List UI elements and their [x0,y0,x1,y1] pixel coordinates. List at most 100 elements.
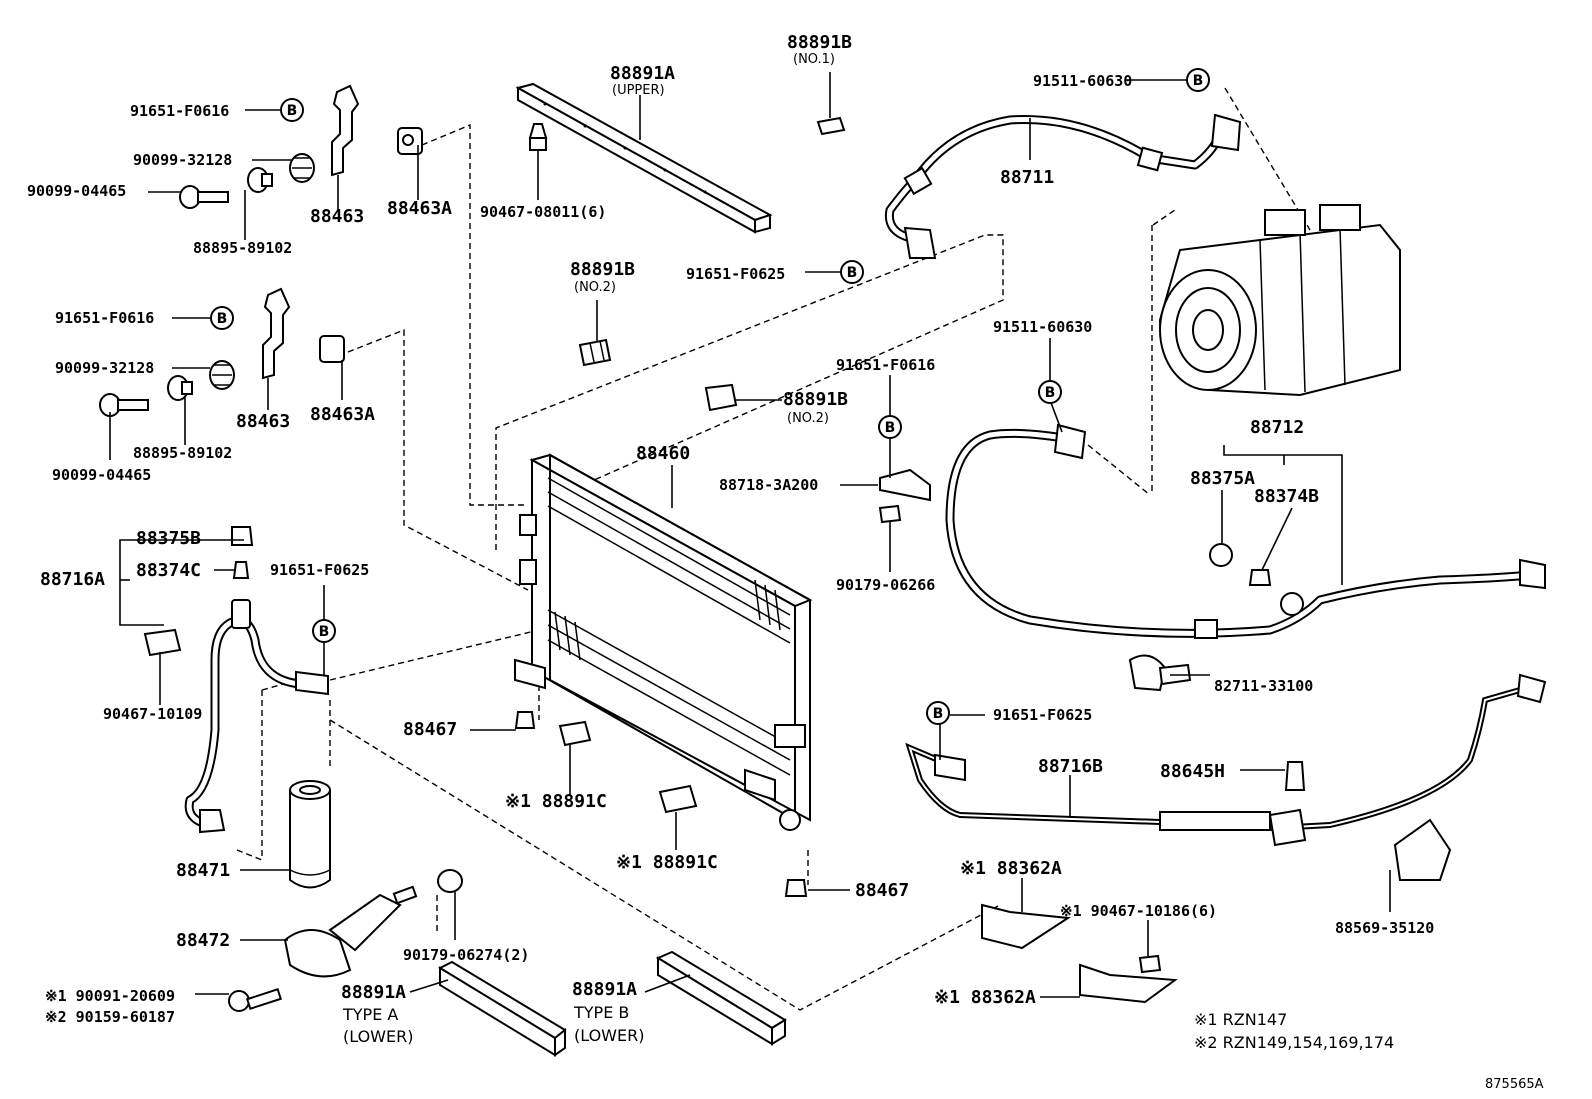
core-88374c [232,561,250,579]
bracket-88463-lower [262,287,291,380]
condenser-88460 [514,453,813,897]
clamp-88718-3a200 [878,468,931,524]
cap-88375a [1209,543,1233,567]
bracket-group-upper [179,84,423,209]
label-88460: 88460 [636,443,690,464]
label-91651-f0616: 91651-F0616 [836,356,935,374]
label-88471: 88471 [176,860,230,881]
b-marker: B [878,415,902,439]
bracket-88362a-b [1079,963,1178,1004]
bracket-88362a-a [981,903,1071,950]
note-1: ※1 RZN147 [1194,1010,1287,1029]
label-88463a: 88463A [310,404,375,425]
label-88463a: 88463A [387,198,452,219]
label-91651-f0616: 91651-F0616 [55,309,154,327]
svg-text:B: B [885,420,896,436]
label-88895-89102: 88895-89102 [133,444,232,462]
b-marker: B [312,619,336,643]
label-91651-f0616: 91651-F0616 [130,102,229,120]
b-marker: B [840,260,864,284]
label-91651-f0625: 91651-F0625 [686,265,785,283]
label-88467: 88467 [855,880,909,901]
label-91651-f0625: 91651-F0625 [993,706,1092,724]
label-88891b-no2-sub: (NO.2) [574,280,616,295]
label-88891b-no2: 88891B [783,389,848,410]
clamp-90467-10109 [143,628,182,657]
cushion-88463a-lower [319,335,345,363]
compressor [1158,204,1401,397]
core-88374b [1248,569,1272,586]
label-88895-89102: 88895-89102 [193,239,292,257]
svg-text:B: B [1193,73,1204,89]
hose-88716a [143,526,329,834]
nut-90179-06274 [437,869,463,893]
label-88891b-no1-sub: (NO.1) [793,52,835,67]
label-88891a-type-a: 88891A [341,982,406,1003]
label-88891a-type-b: 88891A [572,979,637,1000]
pipe-88716b [905,673,1547,881]
label-82711-33100: 82711-33100 [1214,677,1313,695]
label-88463: 88463 [236,411,290,432]
label-90159-60187: ※2 90159-60187 [45,1008,175,1026]
label-88374b: 88374B [1254,486,1319,507]
label-88891b-no2: 88891B [570,259,635,280]
label-88712: 88712 [1250,417,1304,438]
switch-82711-33100 [1128,654,1192,692]
seal-strips-lower [437,950,787,1057]
label-91651-f0625: 91651-F0625 [270,561,369,579]
pin-88467-right [784,879,808,897]
label-88645h: 88645H [1160,761,1225,782]
label-88716b: 88716B [1038,756,1103,777]
b-marker: B [210,306,234,330]
cushions-88891b [578,116,846,412]
bracket-group-lower [99,287,345,417]
cushion-88891b-no2-a [578,338,612,367]
block-88891c-a [558,720,592,747]
label-90099-32128: 90099-32128 [55,359,154,377]
label-88718-3a200: 88718-3A200 [719,476,818,494]
b-marker: B [1038,380,1062,404]
hose-88711 [884,113,1242,259]
label-90179-06274: 90179-06274(2) [403,946,529,964]
nut-90179-06266 [878,504,902,524]
bracket-88472 [228,869,463,1012]
label-88467: 88467 [403,719,457,740]
label-88711: 88711 [1000,167,1054,188]
label-88891c: ※1 88891C [505,791,607,812]
label-88374c: 88374C [136,560,201,581]
label-91511-60630: 91511-60630 [993,318,1092,336]
label-88716a: 88716A [40,569,105,590]
diagram-id: 875565A [1485,1077,1544,1092]
label-88362a: ※1 88362A [934,987,1036,1008]
seal-strip-upper [515,82,773,234]
label-90467-08011: 90467-08011(6) [480,203,606,221]
label-88891a-type-a-sub: TYPE A [342,1005,398,1024]
label-88891a-upper: 88891A [610,63,675,84]
label-90099-04465: 90099-04465 [52,466,151,484]
strip-88891a-type-b [655,950,787,1030]
label-88891b-no1: 88891B [787,32,852,53]
label-88891a-type-a-sub: (LOWER) [343,1027,413,1046]
leader-lines [109,72,1391,998]
svg-text:B: B [847,265,858,281]
label-88891a-type-b-sub: (LOWER) [574,1026,644,1045]
label-88891a-upper-sub: (UPPER) [612,83,665,98]
svg-text:B: B [1045,385,1056,401]
cushion-88891b-no2-b [704,383,738,412]
strip-88891a-type-a [437,960,567,1040]
svg-text:B: B [319,624,330,640]
pin-88467-left [514,711,536,729]
blocks-88891c [558,720,698,814]
svg-text:B: B [287,103,298,119]
label-88569-35120: 88569-35120 [1335,919,1434,937]
label-88891b-no2-sub: (NO.2) [787,411,829,426]
receiver-dryer-88471 [289,780,331,889]
label-88375a: 88375A [1190,468,1255,489]
bracket-88463-upper [331,84,360,177]
label-90467-10109: 90467-10109 [103,705,202,723]
label-88375b: 88375B [136,528,201,549]
cap-88375b [231,526,254,546]
label-88891a-type-b-sub: TYPE B [573,1003,629,1022]
part-labels: 91651-F0616 90099-32128 90099-04465 8889… [27,32,1544,1092]
bolt-90091-20609 [228,990,250,1012]
